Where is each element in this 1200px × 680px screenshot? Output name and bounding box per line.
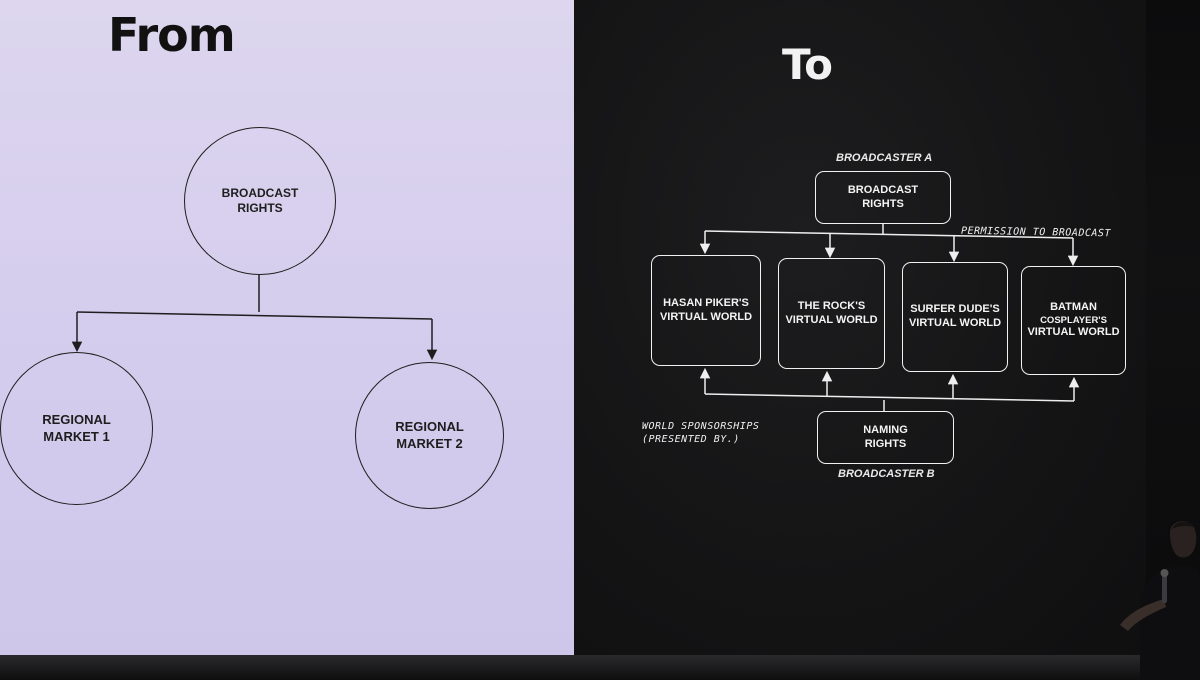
- sponsorship-lines: [699, 367, 1080, 411]
- node-line: BROADCAST: [847, 183, 919, 196]
- virtual-world-node-2: THE ROCK'S VIRTUAL WORLD: [778, 258, 885, 369]
- node-line: VIRTUAL WORLD: [908, 317, 1002, 329]
- node-line: NAMING: [863, 423, 908, 436]
- node-line: BROADCAST: [221, 186, 299, 200]
- regional-market-2-node: REGIONAL MARKET 2: [355, 362, 504, 509]
- from-slide-panel: [0, 0, 574, 655]
- sponsorship-note-line: WORLD SPONSORSHIPS: [642, 421, 760, 432]
- regional-market-1-node: REGIONAL MARKET 1: [0, 352, 153, 505]
- stage-backdrop: [1146, 0, 1200, 680]
- broadcaster-a-label: BROADCASTER A: [836, 152, 933, 164]
- broadcaster-b-label: BROADCASTER B: [838, 468, 935, 480]
- node-line: RIGHTS: [862, 197, 904, 210]
- naming-rights-node: NAMING RIGHTS: [817, 411, 954, 464]
- virtual-world-node-1: HASAN PIKER'S VIRTUAL WORLD: [651, 255, 761, 366]
- stage-floor: [0, 655, 1200, 680]
- from-tree-lines: [71, 275, 438, 361]
- to-title: To: [782, 40, 833, 89]
- virtual-world-node-3: SURFER DUDE'S VIRTUAL WORLD: [902, 262, 1008, 372]
- node-line: VIRTUAL WORLD: [659, 310, 753, 323]
- node-line: MARKET 2: [396, 435, 463, 451]
- virtual-world-node-4: BATMAN COSPLAYER'S VIRTUAL WORLD: [1021, 266, 1126, 375]
- from-broadcast-rights-node: BROADCAST RIGHTS: [184, 127, 336, 275]
- node-line: SURFER DUDE'S: [910, 303, 1000, 316]
- node-line: REGIONAL: [42, 412, 111, 428]
- node-line: RIGHTS: [864, 437, 907, 450]
- node-line: HASAN PIKER'S: [663, 296, 749, 309]
- node-line: VIRTUAL WORLD: [785, 313, 878, 326]
- permission-lines: [699, 224, 1079, 267]
- node-line: COSPLAYER'S: [1040, 314, 1107, 326]
- presenter-figure: [1120, 521, 1200, 680]
- from-title: From: [108, 8, 236, 62]
- node-line: THE ROCK'S: [797, 299, 866, 312]
- node-line: MARKET 1: [43, 428, 110, 444]
- node-line: REGIONAL: [395, 419, 464, 435]
- to-broadcast-rights-node: BROADCAST RIGHTS: [815, 171, 951, 224]
- sponsorship-note: WORLD SPONSORSHIPS (PRESENTED BY.): [642, 421, 759, 446]
- sponsorship-note-line: (PRESENTED BY.): [642, 433, 740, 445]
- node-line: RIGHTS: [237, 201, 283, 215]
- node-line: VIRTUAL WORLD: [1027, 326, 1120, 339]
- to-slide-panel: [574, 0, 1146, 655]
- node-line: BATMAN: [1050, 300, 1097, 313]
